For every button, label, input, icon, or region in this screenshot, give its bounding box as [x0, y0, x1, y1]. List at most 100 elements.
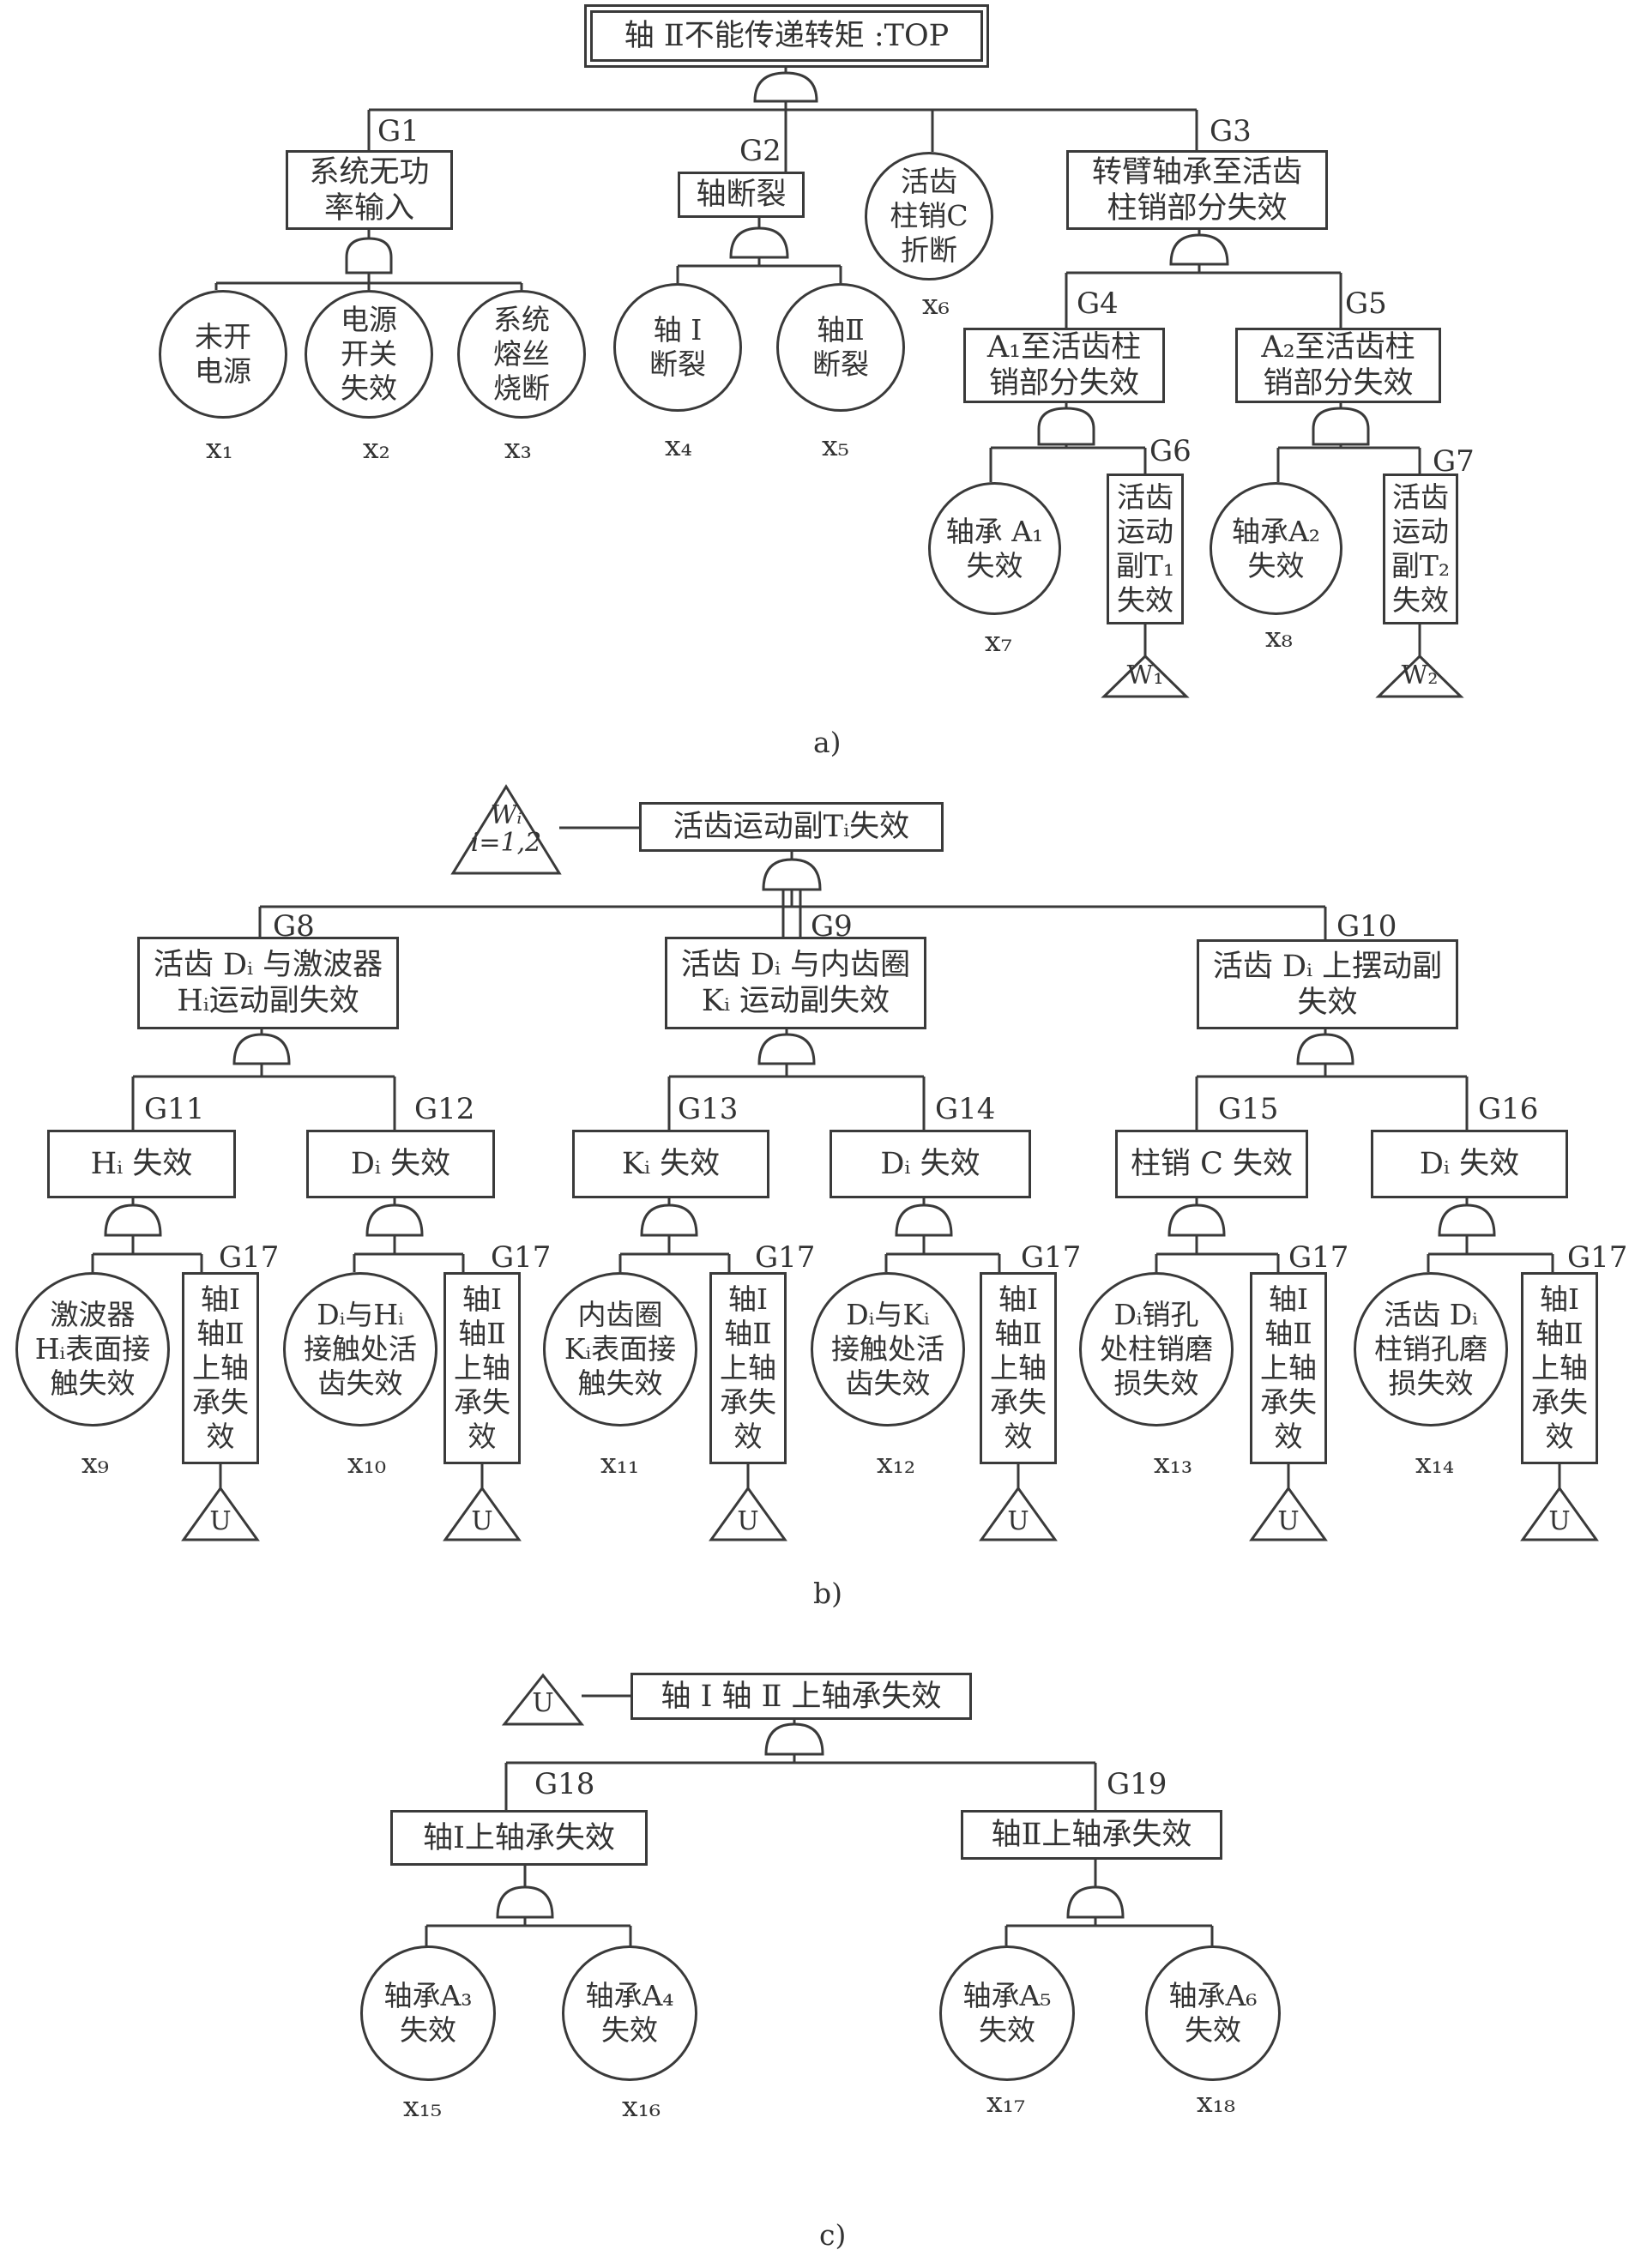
g12-event-box: Dᵢ 失效 — [306, 1130, 495, 1198]
basic-event-label-x13: x₁₃ — [1154, 1446, 1193, 1480]
transfer-triangle-u — [979, 1486, 1058, 1541]
transfer-triangle-u — [443, 1486, 522, 1541]
g3-event-box: 转臂轴承至活齿 柱销部分失效 — [1066, 150, 1328, 230]
g10-event-box: 活齿 Dᵢ 上摆动副 失效 — [1197, 939, 1458, 1029]
g4-event-box: A₁至活齿柱 销部分失效 — [963, 328, 1165, 403]
transfer-triangle-w2 — [1375, 654, 1464, 698]
transfer-label-u: U — [737, 1506, 759, 1536]
basic-event-label-x10: x₁₀ — [347, 1446, 387, 1480]
x14-event-circle: 活齿 Dᵢ 柱销孔磨 损失效 — [1354, 1272, 1508, 1427]
basic-event-label-x14: x₁₄ — [1415, 1446, 1455, 1480]
transfer-triangle-u — [1520, 1486, 1599, 1541]
x3-event-circle: 系统 熔丝 烧断 — [457, 290, 586, 419]
transfer-label-u: U — [1277, 1506, 1300, 1536]
transfer-triangle-wi — [450, 784, 562, 875]
transfer-triangle-w1 — [1101, 654, 1190, 698]
g17-event-box: 轴Ⅰ 轴Ⅱ 上轴 承失 效 — [443, 1272, 521, 1464]
or-gate-g2 — [729, 226, 789, 259]
or-gate-c-top — [764, 1722, 824, 1756]
basic-event-label-x17: x₁₇ — [986, 2085, 1026, 2119]
gate-label-g6: G6 — [1149, 434, 1192, 468]
g8-event-box: 活齿 Dᵢ 与激波器 Hᵢ运动副失效 — [137, 937, 399, 1029]
x17-event-circle: 轴承A₅ 失效 — [939, 1945, 1075, 2081]
x11-event-circle: 内齿圈 Kᵢ表面接 触失效 — [543, 1272, 697, 1427]
g15-event-box: 柱销 C 失效 — [1115, 1130, 1308, 1198]
x16-event-circle: 轴承A₄ 失效 — [562, 1945, 697, 2081]
gate-label-g17: G17 — [491, 1240, 552, 1275]
transfer-label-u: U — [1548, 1506, 1571, 1536]
basic-event-label-x2: x₂ — [363, 431, 390, 465]
x9-event-circle: 激波器 Hᵢ表面接 触失效 — [15, 1272, 170, 1427]
transfer-triangle-u — [1249, 1486, 1328, 1541]
basic-event-label-x8: x₈ — [1265, 620, 1293, 654]
g9-event-box: 活齿 Dᵢ 与内齿圈 Kᵢ 运动副失效 — [665, 937, 926, 1029]
basic-event-label-x11: x₁₁ — [600, 1446, 640, 1480]
or-gate-g11 — [104, 1203, 162, 1237]
or-gate-g8 — [232, 1033, 291, 1065]
gate-label-g13: G13 — [678, 1092, 739, 1126]
basic-event-label-x1: x₁ — [206, 431, 233, 465]
transfer-label-u: U — [209, 1506, 232, 1536]
basic-event-label-x18: x₁₈ — [1197, 2085, 1236, 2119]
x12-event-circle: Dᵢ与Kᵢ 接触处活 齿失效 — [811, 1272, 965, 1427]
c-top-event-box: 轴 Ⅰ 轴 Ⅱ 上轴承失效 — [630, 1673, 972, 1720]
x18-event-circle: 轴承A₆ 失效 — [1145, 1945, 1281, 2081]
g11-event-box: Hᵢ 失效 — [47, 1130, 236, 1198]
or-gate-top — [753, 71, 818, 103]
gate-label-g15: G15 — [1218, 1092, 1279, 1126]
gate-label-g19: G19 — [1107, 1767, 1167, 1801]
g6-event-box: 活齿 运动 副T₁ 失效 — [1107, 474, 1184, 624]
or-gate-g16 — [1438, 1203, 1496, 1237]
gate-label-g12: G12 — [414, 1092, 475, 1126]
x7-event-circle: 轴承 A₁ 失效 — [928, 482, 1061, 615]
gate-label-g3: G3 — [1210, 114, 1252, 148]
gate-label-g18: G18 — [534, 1767, 595, 1801]
and-gate-g5 — [1312, 407, 1370, 446]
x15-event-circle: 轴承A₃ 失效 — [360, 1945, 496, 2081]
gate-label-g7: G7 — [1433, 444, 1475, 479]
transfer-label-u: U — [1007, 1506, 1029, 1536]
basic-event-label-x3: x₃ — [504, 431, 532, 465]
gate-label-g17: G17 — [755, 1240, 816, 1275]
g18-event-box: 轴Ⅰ上轴承失效 — [390, 1810, 648, 1866]
transfer-label-w2: W₂ — [1401, 660, 1439, 691]
gate-label-g11: G11 — [144, 1092, 205, 1126]
g19-event-box: 轴Ⅱ上轴承失效 — [961, 1810, 1222, 1860]
or-gate-g13 — [640, 1203, 698, 1237]
x1-event-circle: 未开 电源 — [159, 290, 287, 419]
gate-label-g17: G17 — [1021, 1240, 1082, 1275]
g2-event-box: 轴断裂 — [678, 172, 805, 218]
or-gate-b-top — [762, 858, 822, 891]
g17-event-box: 轴Ⅰ 轴Ⅱ 上轴 承失 效 — [709, 1272, 787, 1464]
transfer-triangle-u — [709, 1486, 787, 1541]
x10-event-circle: Dᵢ与Hᵢ 接触处活 齿失效 — [283, 1272, 437, 1427]
gate-label-g2: G2 — [739, 134, 781, 168]
gate-label-g4: G4 — [1077, 287, 1119, 321]
gate-label-g14: G14 — [935, 1092, 996, 1126]
g17-event-box: 轴Ⅰ 轴Ⅱ 上轴 承失 效 — [1521, 1272, 1598, 1464]
or-gate-g10 — [1296, 1033, 1354, 1065]
caption-b: b) — [813, 1577, 842, 1610]
g1-event-box: 系统无功 率输入 — [286, 150, 453, 230]
basic-event-label-x5: x₅ — [822, 429, 849, 462]
g13-event-box: Kᵢ 失效 — [572, 1130, 769, 1198]
top-event-box: 轴 Ⅱ不能传递转矩 :TOP — [590, 10, 983, 62]
basic-event-label-x12: x₁₂ — [877, 1446, 916, 1480]
caption-a: a) — [813, 726, 842, 759]
or-gate-g3 — [1169, 233, 1229, 266]
gate-label-g1: G1 — [377, 114, 419, 148]
basic-event-label-x15: x₁₅ — [403, 2090, 443, 2123]
gate-label-g17: G17 — [1288, 1240, 1349, 1275]
transfer-label-w1: W₁ — [1126, 660, 1164, 691]
or-gate-g15 — [1167, 1203, 1226, 1237]
g17-event-box: 轴Ⅰ 轴Ⅱ 上轴 承失 效 — [182, 1272, 259, 1464]
transfer-label-u: U — [532, 1688, 554, 1718]
or-gate-g9 — [757, 1033, 816, 1065]
g17-event-box: 轴Ⅰ 轴Ⅱ 上轴 承失 效 — [1250, 1272, 1327, 1464]
b-top-event-box: 活齿运动副Tᵢ失效 — [639, 802, 944, 852]
x5-event-circle: 轴Ⅱ 断裂 — [776, 283, 905, 412]
gate-label-g17: G17 — [219, 1240, 280, 1275]
gate-label-g10: G10 — [1336, 909, 1397, 944]
gate-label-g5: G5 — [1345, 287, 1387, 321]
transfer-label-wi: Wᵢ i=1,2 — [470, 800, 542, 858]
